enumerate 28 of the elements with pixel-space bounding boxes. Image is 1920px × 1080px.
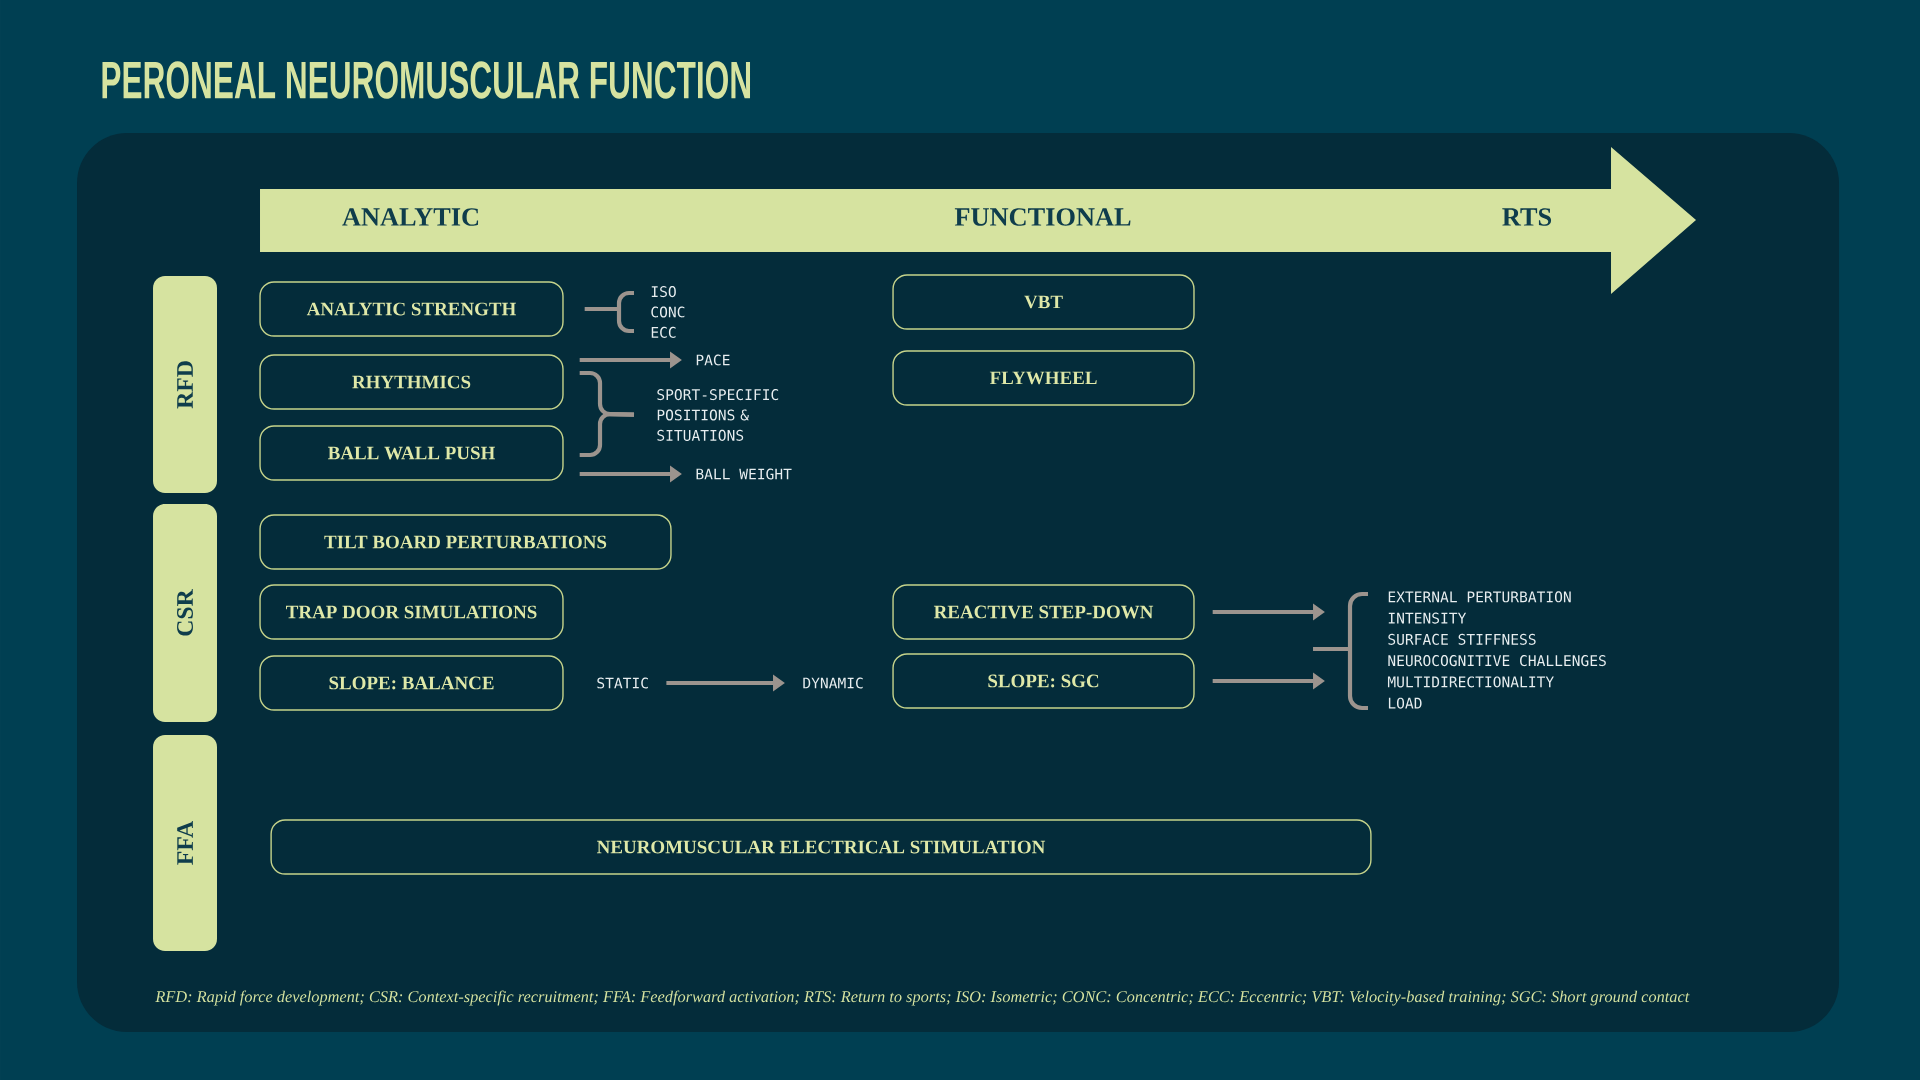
exercise-box: REACTIVE STEP-DOWN [892,584,1195,640]
exercise-box: SLOPE: BALANCE [259,655,564,711]
exercise-box: ANALYTIC STRENGTH [259,281,564,337]
note-text: SPORT-SPECIFIC POSITIONS & SITUATIONS [657,389,779,441]
exercise-box: SLOPE: SGC [892,653,1195,709]
exercise-box: FLYWHEEL [892,350,1195,406]
phase-band: FFA [153,735,217,951]
phase-label: ANALYTIC [342,208,479,226]
exercise-box: TRAP DOOR SIMULATIONS [259,584,564,640]
note-text: STATIC [597,677,648,689]
phase-label: FUNCTIONAL [954,208,1131,226]
connector-line [579,412,635,458]
exercise-box: VBT [892,274,1195,330]
title: PERONEAL NEUROMUSCULAR FUNCTION [102,61,750,99]
exercise-box: RHYTHMICS [259,354,564,410]
phase-band: CSR [153,504,217,722]
footnote: RFD: Rapid force development; CSR: Context-specific recruitment; FFA: Feedforward activation; RTS: Return to sports; ISO: Isometric; CONC: Concentric; ECC: Eccentric; VBT: Velocity-based training; SGC: Short ground contact [155,990,1690,1006]
exercise-box: BALL WALL PUSH [259,425,564,481]
exercise-box: NEUROMUSCULAR ELECTRICAL STIMULATION [270,819,1372,875]
phase-band: RFD [153,276,217,493]
note-text: ISO CONC ECC [651,286,685,338]
phase-label: RTS [1502,208,1552,226]
exercise-box: TILT BOARD PERTURBATIONS [259,514,672,570]
note-text: DYNAMIC [803,677,863,689]
connector-line [584,306,619,312]
note-text: BALL WEIGHT [696,468,792,480]
note-text: PACE [696,354,730,366]
note-text: EXTERNAL PERTURBATION INTENSITY SURFACE STIFFNESS NEUROCOGNITIVE CHALLENGES MULTIDIRECTIONALITY LOAD [1387,591,1606,709]
